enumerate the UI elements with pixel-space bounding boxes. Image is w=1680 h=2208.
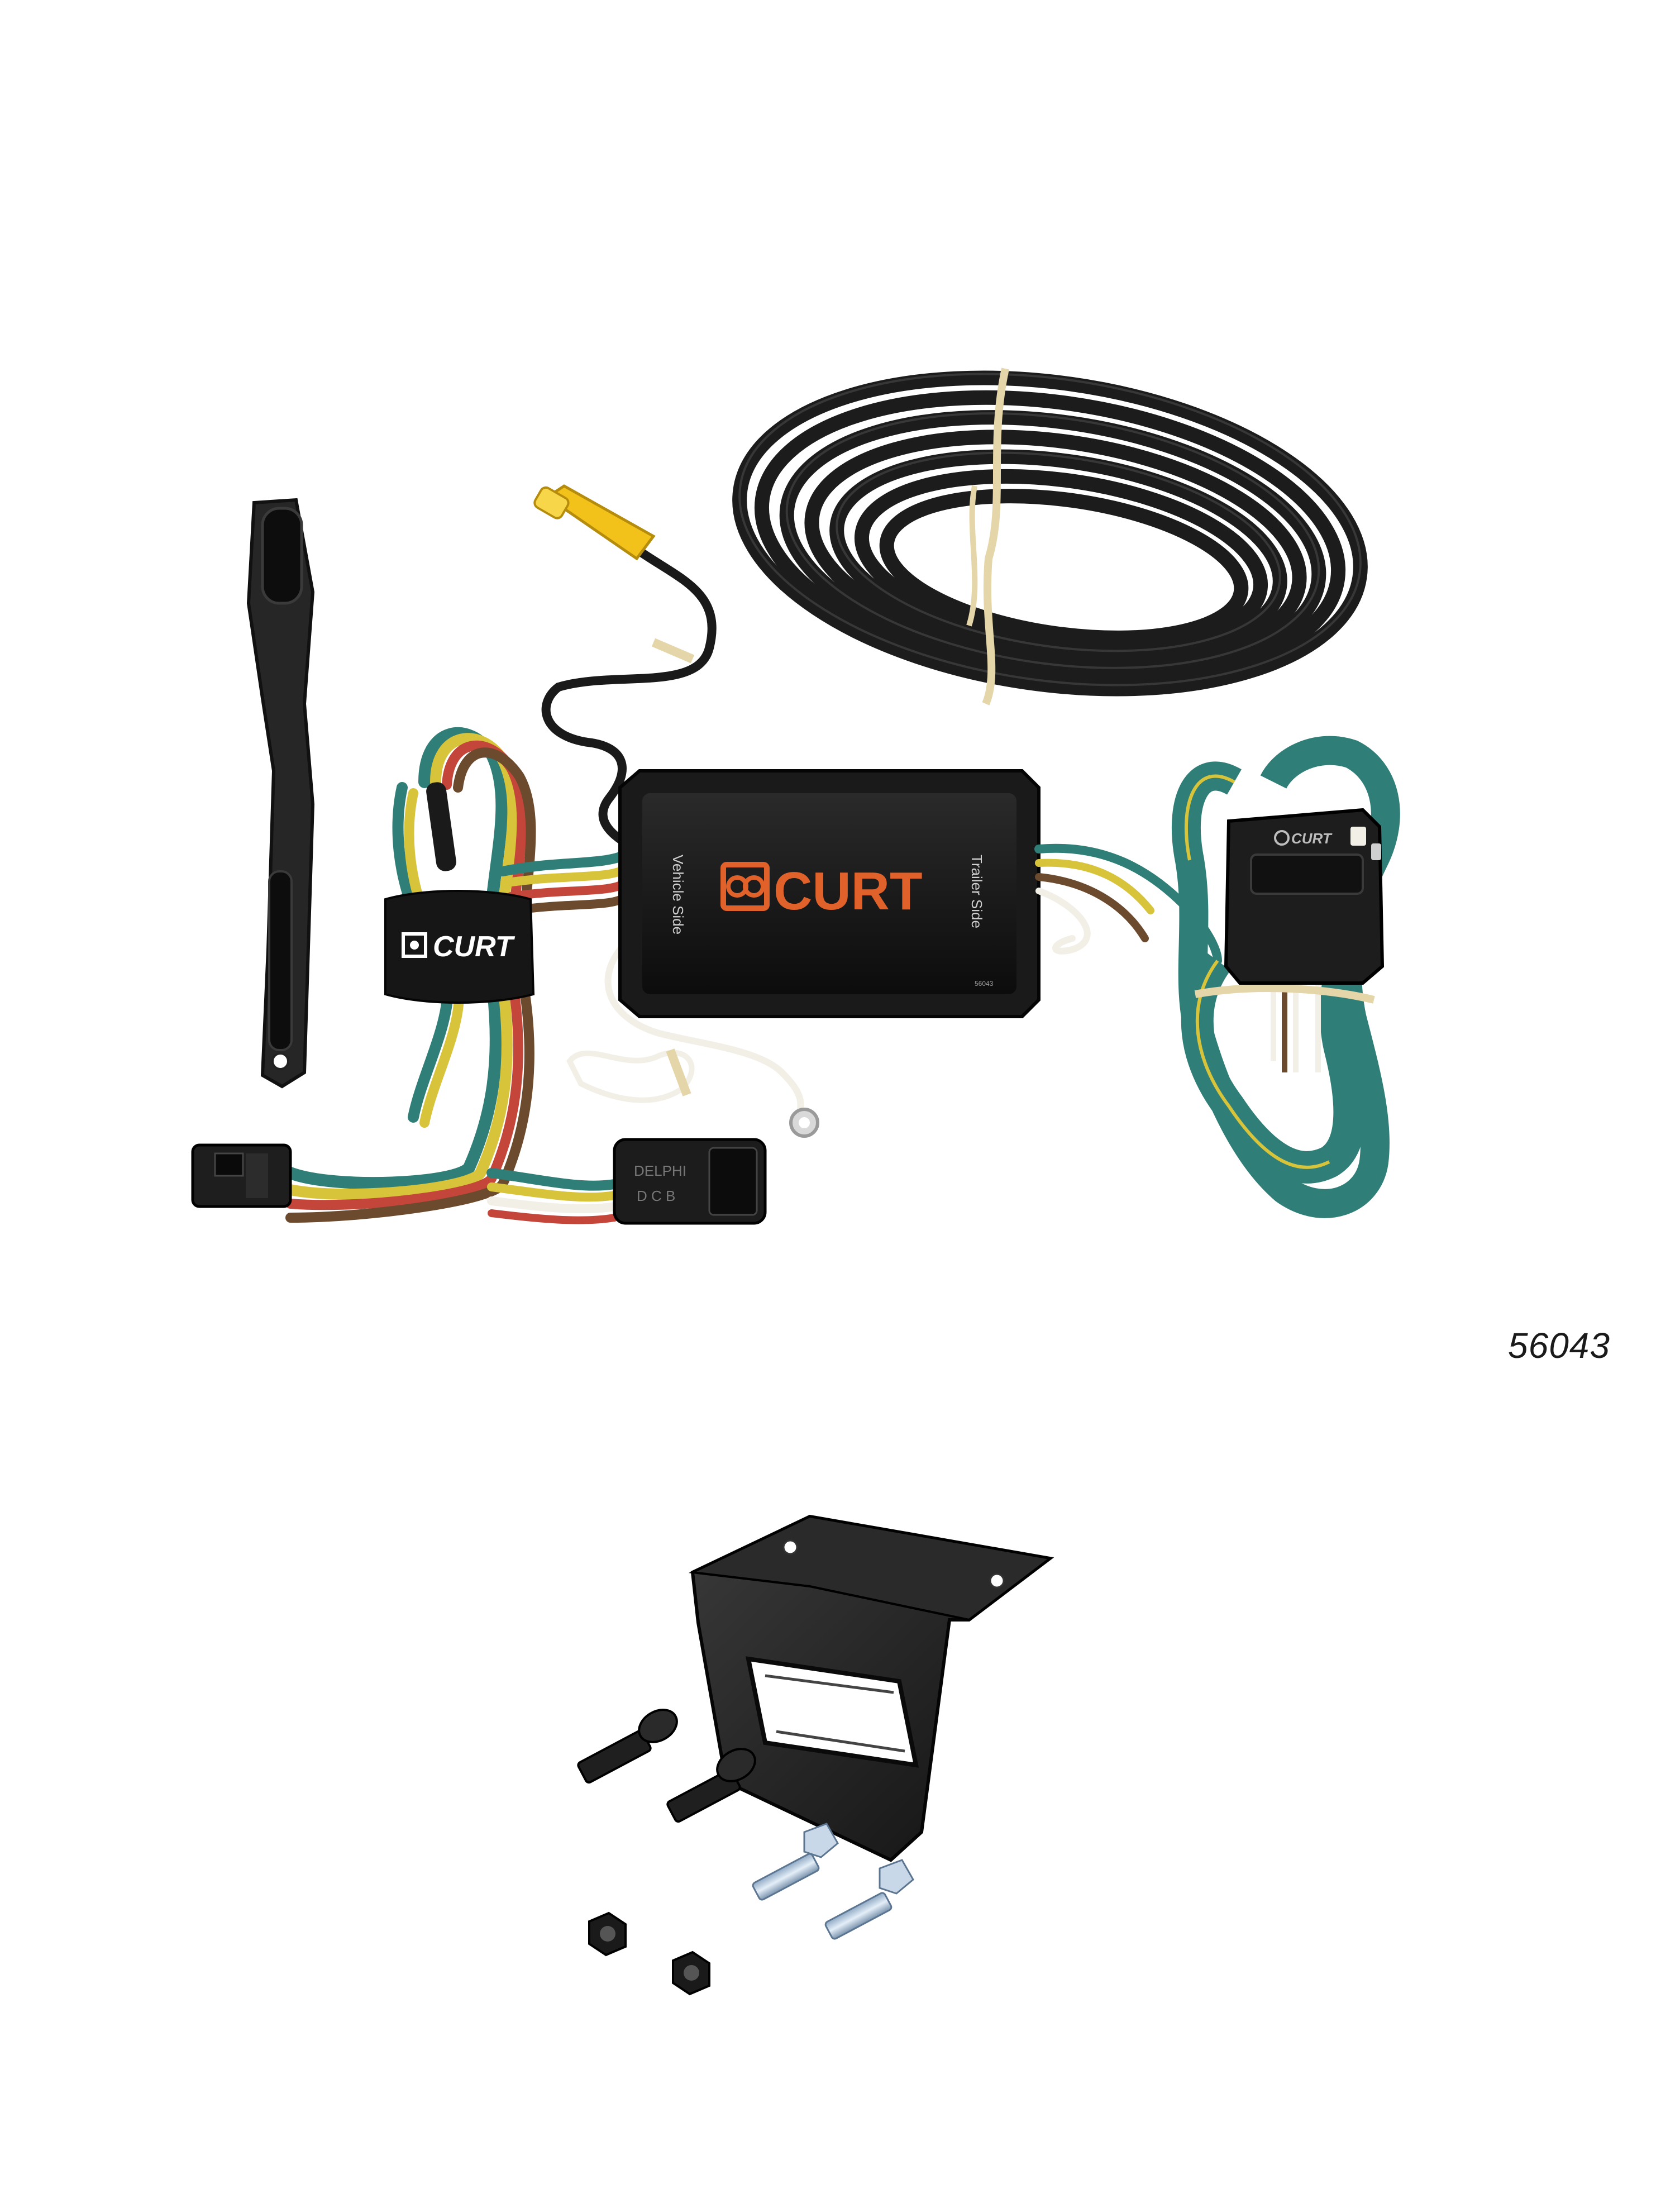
module-small-code: 56043 <box>975 980 994 988</box>
coiled-cable <box>732 370 1368 697</box>
rubber-band <box>982 368 1009 705</box>
module-logo-text: CURT <box>774 861 923 921</box>
nut-2 <box>672 1951 710 1996</box>
bolt-1 <box>577 1709 678 1784</box>
converter-module: Vehicle Side Trailer Side CURT 56043 <box>618 769 1041 1018</box>
connector-stamp-top: DELPHI <box>634 1162 686 1179</box>
trailer-wires <box>1034 843 1222 965</box>
velcro-logo-text: CURT <box>433 931 516 963</box>
module-trailer-side-label: Trailer Side <box>968 855 985 928</box>
curt-logo-icon <box>1274 830 1290 846</box>
plug-logo-text: CURT <box>1291 830 1333 847</box>
curt-logo-icon <box>402 932 427 958</box>
screw-1 <box>752 1823 839 1901</box>
screw-2 <box>824 1859 914 1940</box>
vehicle-connector-right: DELPHI D C B <box>613 1138 767 1225</box>
wire-sleeve <box>426 782 456 871</box>
power-lead <box>533 484 717 853</box>
ground-wire <box>566 936 819 1138</box>
bolt-2 <box>666 1748 756 1823</box>
vehicle-connector-left <box>191 1143 292 1208</box>
butt-connector <box>533 484 656 561</box>
nut-1 <box>588 1911 627 1957</box>
cable-highlights <box>738 373 1362 686</box>
rubber-band-2 <box>966 485 978 627</box>
connector-stamp-bottom: D C B <box>637 1188 675 1204</box>
module-vehicle-side-label: Vehicle Side <box>670 855 686 934</box>
mounting-bracket <box>688 1514 1054 1862</box>
hardware <box>577 1709 914 1996</box>
trailer-4-flat-plug: CURT <box>1224 808 1385 985</box>
velcro-strap: CURT <box>384 890 535 1004</box>
rubber-band-harness <box>1194 984 1375 1004</box>
curt-logo-icon <box>720 862 770 911</box>
mounting-strap <box>246 498 315 1089</box>
flat-4-way-harness <box>1172 736 1400 1218</box>
part-number: 56043 <box>1508 1325 1610 1366</box>
